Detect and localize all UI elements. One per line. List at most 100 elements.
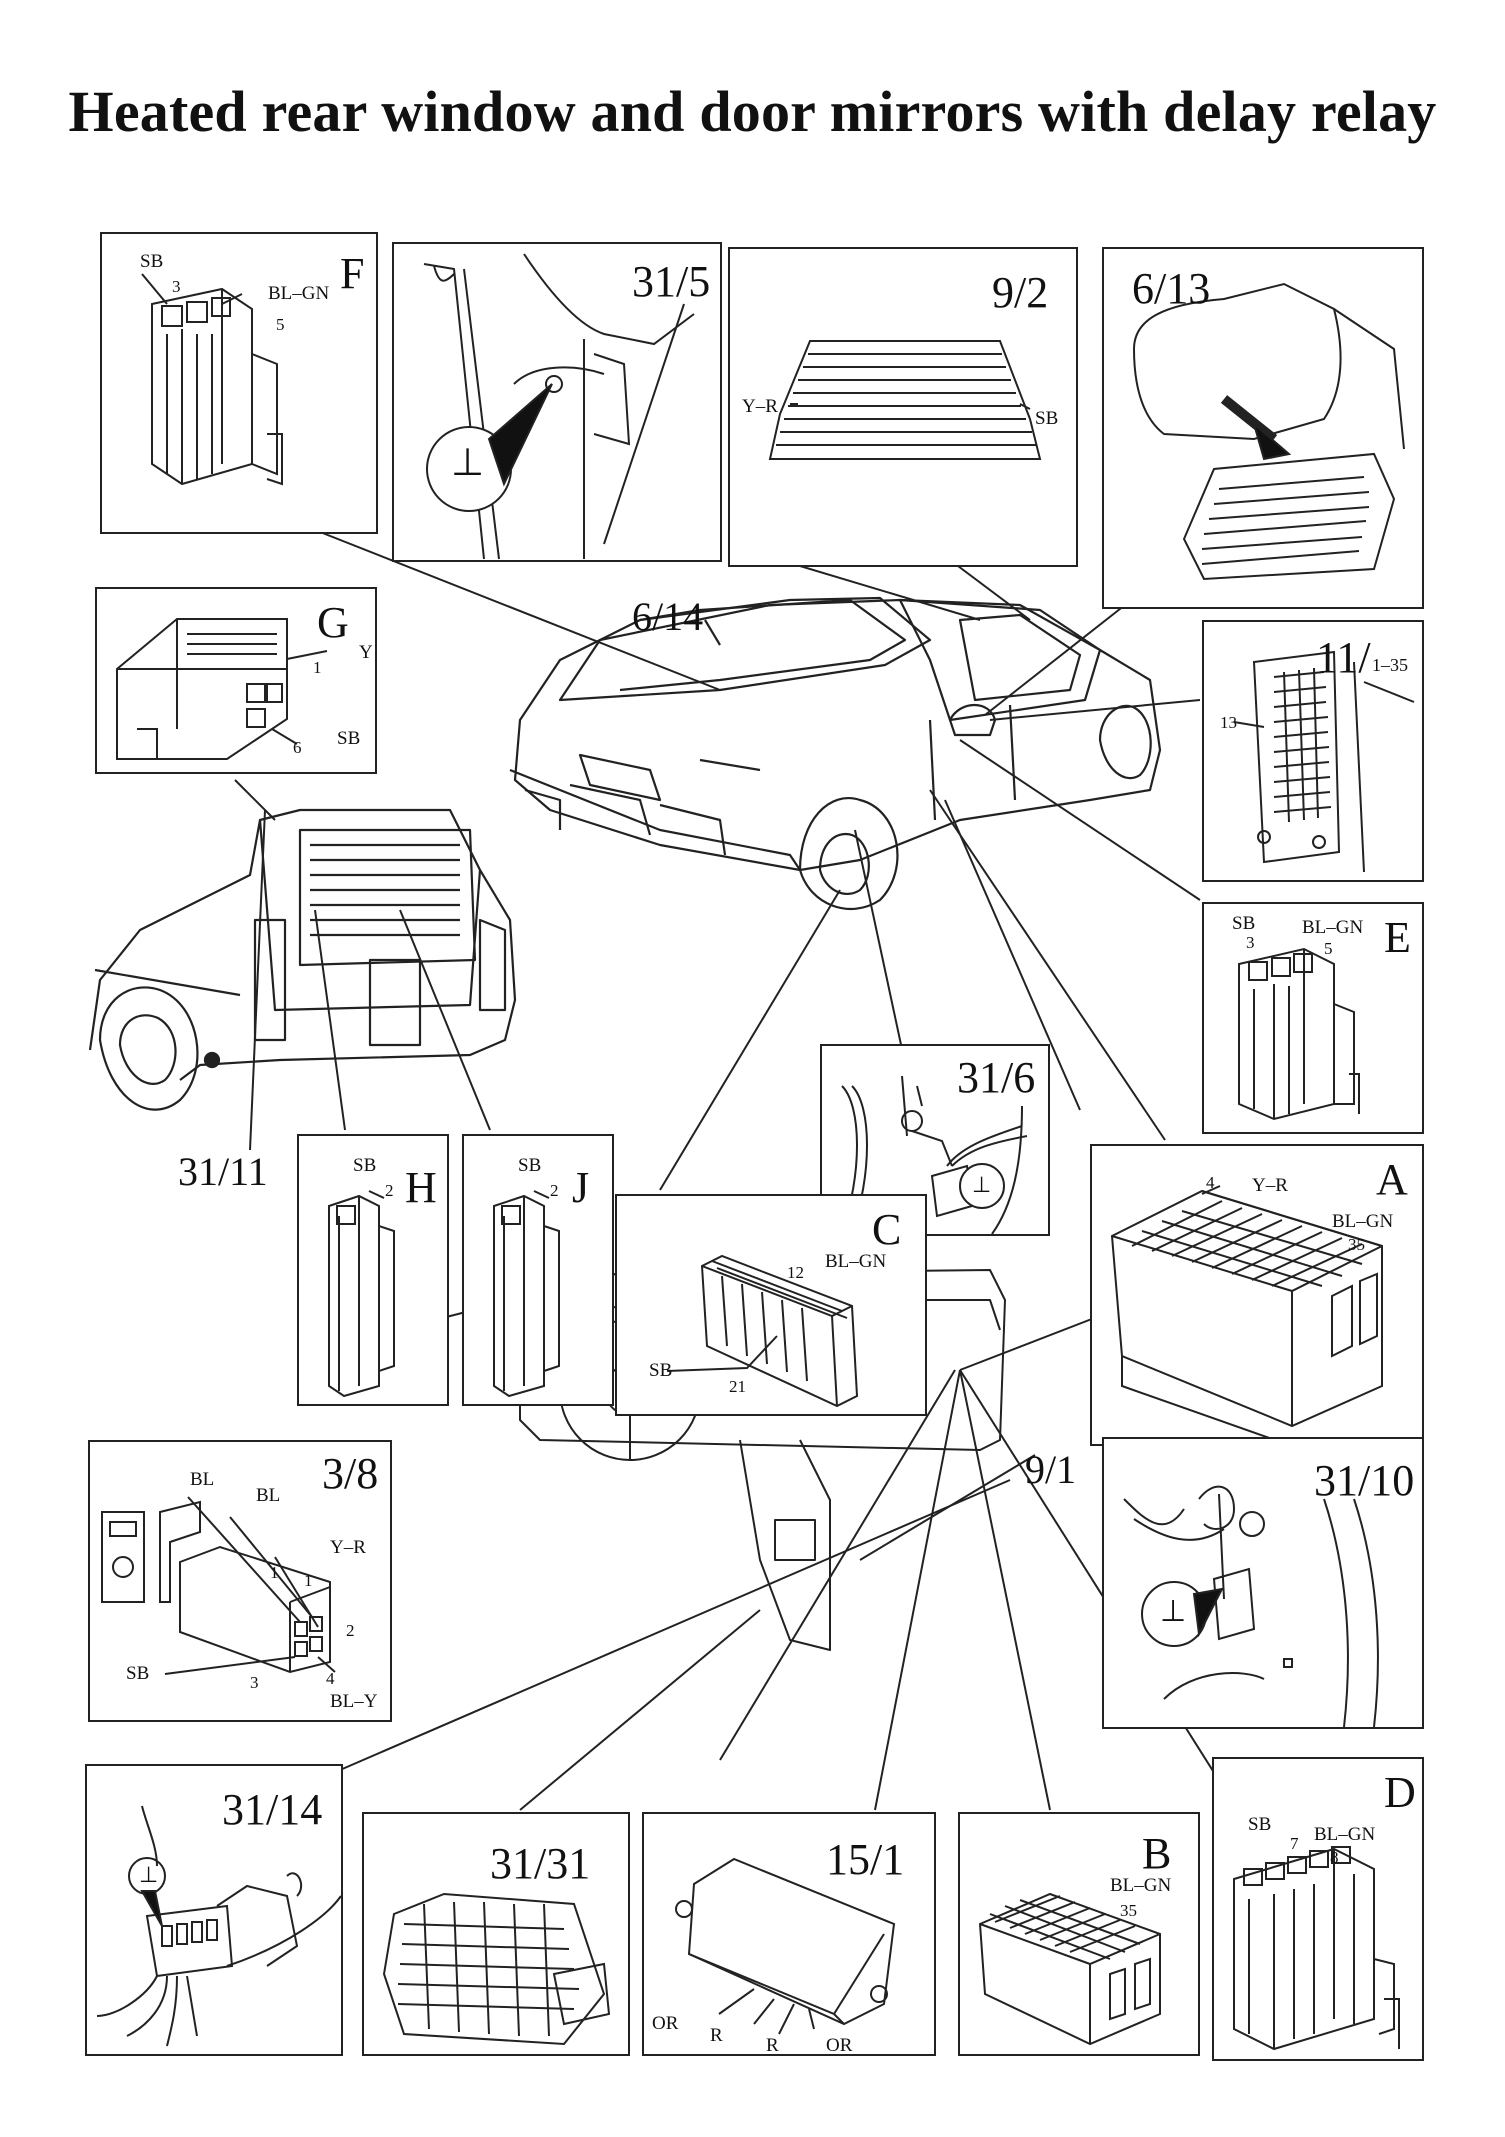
pin-3: 3 [250, 1673, 259, 1692]
connector-a-drawing [1110, 1185, 1383, 1447]
connector-f-drawing [141, 273, 283, 486]
panel-label: 11/ [1316, 633, 1371, 682]
pin-5: 5 [1324, 939, 1333, 958]
pin-35: 35 [1120, 1901, 1137, 1920]
rear-window-grid-drawing [768, 340, 1042, 460]
panel-label: H [405, 1163, 437, 1212]
panel-11-fuse-box: 11/ 1–35 13 [1202, 620, 1424, 882]
wire-sb: SB [649, 1360, 673, 1381]
wire-bl-1: BL [190, 1469, 215, 1490]
panel-label: A [1376, 1155, 1408, 1204]
fuse-box-drawing [1233, 650, 1415, 873]
connector-j-drawing [493, 1190, 560, 1398]
panel-31-10-ground: ⊥ 31/10 [1102, 1437, 1424, 1729]
pin-1a: 1 [270, 1563, 279, 1582]
panel-31-5-ground: ⊥ 31/5 [392, 242, 722, 562]
panel-31-31-fuse-block: 31/31 [362, 1812, 630, 2056]
wire-or-2: OR [826, 2035, 853, 2056]
connector-g-drawing [116, 618, 328, 760]
panel-label: B [1142, 1829, 1172, 1878]
pin-8: 8 [1330, 1848, 1339, 1867]
pin-3: 3 [1246, 933, 1255, 952]
wire-sb: SB [140, 251, 164, 272]
ground-symbol: ⊥ [1160, 1595, 1187, 1628]
panel-j-connector: SB 2 J [462, 1134, 614, 1406]
wire-sb: SB [1248, 1814, 1272, 1835]
door-mirror-drawing [1132, 282, 1405, 581]
wire-bl-gn: BL–GN [825, 1251, 887, 1272]
wire-r-1: R [710, 2025, 723, 2046]
panel-label: 31/10 [1314, 1456, 1415, 1505]
pin-4: 4 [326, 1669, 335, 1688]
panel-label: 31/14 [222, 1785, 323, 1834]
pin-1: 1 [313, 658, 322, 677]
connector-d-drawing [1233, 1846, 1400, 2051]
switch-drawing [101, 1496, 336, 1675]
pin-7: 7 [1290, 1834, 1299, 1853]
panel-label: G [317, 598, 349, 647]
panel-label: C [872, 1205, 902, 1254]
ground-point-drawing [1123, 1485, 1379, 1728]
wire-y-r: Y–R [742, 396, 778, 417]
pin-4: 4 [1206, 1173, 1215, 1192]
wire-y-r: Y–R [330, 1537, 366, 1558]
car-reference-label: 6/14 [632, 594, 704, 639]
pin-2: 2 [550, 1181, 559, 1200]
panel-label: 15/1 [826, 1835, 905, 1884]
pin-2: 2 [346, 1621, 355, 1640]
pin-35: 35 [1348, 1235, 1365, 1254]
panel-h-connector: SB 2 H [297, 1134, 449, 1406]
wagon-reference-label: 31/11 [178, 1149, 268, 1194]
panel-f-connector: SB 3 BL–GN 5 F [100, 232, 378, 534]
wire-y: Y [359, 642, 373, 663]
panel-c-connector: C 12 BL–GN SB 21 [615, 1194, 927, 1416]
panel-label: 3/8 [322, 1449, 379, 1498]
connector-e-drawing [1238, 947, 1360, 1121]
panel-label: 31/6 [957, 1053, 1036, 1102]
ground-symbol: ⊥ [972, 1172, 992, 1197]
wire-bl-gn: BL–GN [1302, 917, 1364, 938]
panel-a-connector: 4 Y–R A BL–GN 35 [1090, 1144, 1424, 1447]
panel-label: 9/2 [992, 268, 1049, 317]
fuse-block-drawing [382, 1892, 611, 2046]
panel-9-2-rear-window: Y–R SB 9/2 [728, 247, 1078, 567]
panel-label: F [340, 249, 365, 298]
ground-point-drawing [96, 1805, 342, 2047]
pin-3: 3 [172, 277, 181, 296]
panel-6-13-door-mirror: 6/13 [1102, 247, 1424, 609]
wire-sb: SB [353, 1155, 377, 1176]
wire-bl-gn: BL–GN [1314, 1824, 1376, 1845]
panel-3-8-switch: BL BL Y–R 1 1 2 SB 3 4 BL–Y 3/8 [88, 1440, 392, 1722]
wire-sb: SB [337, 728, 361, 749]
panel-label: 6/13 [1132, 264, 1211, 313]
wire-bl-y: BL–Y [330, 1691, 378, 1712]
panel-label: 31/5 [632, 257, 711, 306]
panel-b-connector: B BL–GN 35 [958, 1812, 1200, 2056]
wire-bl-2: BL [256, 1485, 281, 1506]
panel-label: 31/31 [490, 1839, 591, 1888]
panel-label: J [572, 1163, 590, 1212]
dash-reference-label: 9/1 [1025, 1447, 1077, 1492]
ground-symbol: ⊥ [451, 442, 485, 484]
pin-1b: 1 [304, 1571, 313, 1590]
panel-label: E [1384, 913, 1411, 962]
wire-sb: SB [1035, 408, 1059, 429]
wire-r-2: R [766, 2035, 779, 2056]
wire-sb: SB [1232, 913, 1256, 934]
wire-sb: SB [126, 1663, 150, 1684]
fuse-13: 13 [1220, 713, 1237, 732]
connector-h-drawing [328, 1190, 395, 1398]
panel-15-1-relay: 15/1 OR R R OR [642, 1812, 936, 2056]
ground-point-drawing [423, 253, 695, 560]
wire-y-r: Y–R [1252, 1175, 1288, 1196]
pin-21: 21 [729, 1377, 746, 1396]
panel-label: D [1384, 1768, 1416, 1817]
pin-12: 12 [787, 1263, 804, 1282]
pin-6: 6 [293, 738, 302, 757]
connector-b-drawing [978, 1892, 1161, 2046]
wire-bl-gn: BL–GN [268, 283, 330, 304]
panel-e-connector: SB 3 BL–GN 5 E [1202, 902, 1424, 1134]
pin-5: 5 [276, 315, 285, 334]
